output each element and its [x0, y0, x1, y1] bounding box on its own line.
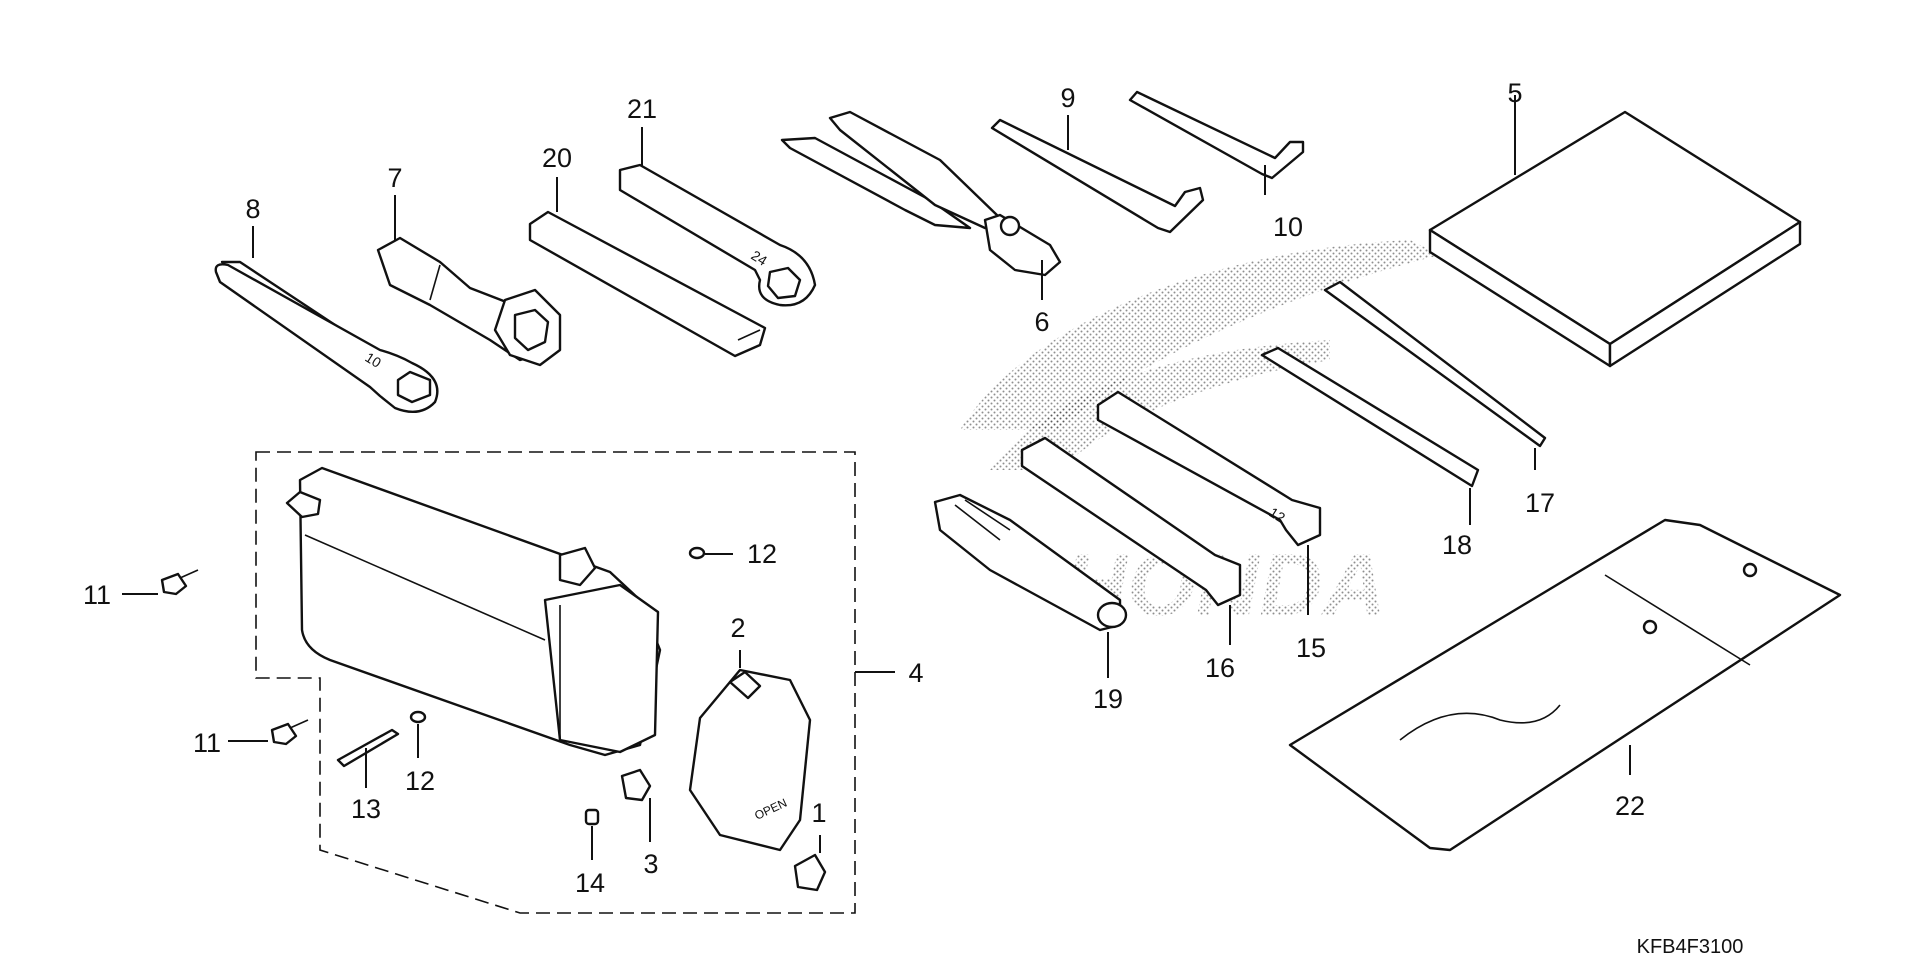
part-15-open-wrench: 12 — [1096, 390, 1322, 547]
callout-12-upper: 12 — [747, 539, 777, 569]
part-17-screwdriver — [1323, 280, 1547, 448]
callout-21: 21 — [627, 94, 657, 124]
part-18-screwdriver — [1260, 346, 1480, 488]
leader-lines — [122, 95, 1631, 860]
callout-14: 14 — [575, 868, 605, 898]
callout-8: 8 — [245, 194, 260, 224]
callout-12-lower: 12 — [405, 766, 435, 796]
callout-13: 13 — [351, 794, 381, 824]
callout-1: 1 — [811, 798, 826, 828]
callout-16: 16 — [1205, 653, 1235, 683]
part-4-group-outline — [255, 451, 856, 914]
callout-20: 20 — [542, 143, 572, 173]
part-12-nut-lower — [409, 710, 427, 724]
part-13-pin — [336, 728, 400, 768]
callout-11-upper: 11 — [83, 580, 111, 610]
wrench-15-marking: 12 — [1266, 504, 1288, 526]
callout-11-lower: 11 — [193, 728, 221, 758]
part-11-bolt-upper — [160, 569, 199, 596]
callout-18: 18 — [1442, 530, 1472, 560]
callout-3: 3 — [643, 849, 658, 879]
callout-2: 2 — [730, 613, 745, 643]
callout-19: 19 — [1093, 684, 1123, 714]
part-3-grommet — [620, 768, 652, 802]
part-4-tool-box — [285, 466, 662, 757]
callout-17: 17 — [1525, 488, 1555, 518]
wrench-8-marking: 10 — [362, 349, 384, 371]
callout-5: 5 — [1507, 78, 1522, 108]
part-12-nut-upper — [688, 546, 706, 560]
callout-15: 15 — [1296, 633, 1326, 663]
callout-6: 6 — [1034, 307, 1049, 337]
part-20-tool-bar — [528, 210, 767, 358]
callout-10: 10 — [1273, 212, 1303, 242]
part-6-pliers — [780, 110, 1062, 277]
callout-22: 22 — [1615, 791, 1645, 821]
honda-wing-logo: HONDA — [960, 240, 1440, 634]
part-21-box-wrench: 24 — [618, 163, 817, 307]
part-1-knob — [793, 853, 827, 892]
part-9-hex-key — [990, 118, 1205, 234]
part-19-handle — [933, 493, 1128, 632]
part-8-box-wrench: 10 — [214, 260, 439, 414]
callout-9: 9 — [1060, 83, 1075, 113]
callout-4: 4 — [908, 658, 923, 688]
part-10-hex-key — [1128, 90, 1305, 180]
callout-7: 7 — [387, 163, 402, 193]
part-22-tool-bag — [1288, 518, 1842, 852]
part-2-lid: OPEN — [688, 668, 812, 852]
part-14-clip — [584, 808, 600, 826]
diagram-code: KFB4F3100 — [1637, 936, 1744, 958]
wrench-21-marking: 24 — [748, 247, 770, 269]
part-11-bolt-lower — [270, 719, 309, 746]
part-5-cloth-pad — [1428, 110, 1802, 368]
part-7-plug-socket — [376, 236, 562, 367]
part-16-open-wrench — [1020, 436, 1242, 607]
